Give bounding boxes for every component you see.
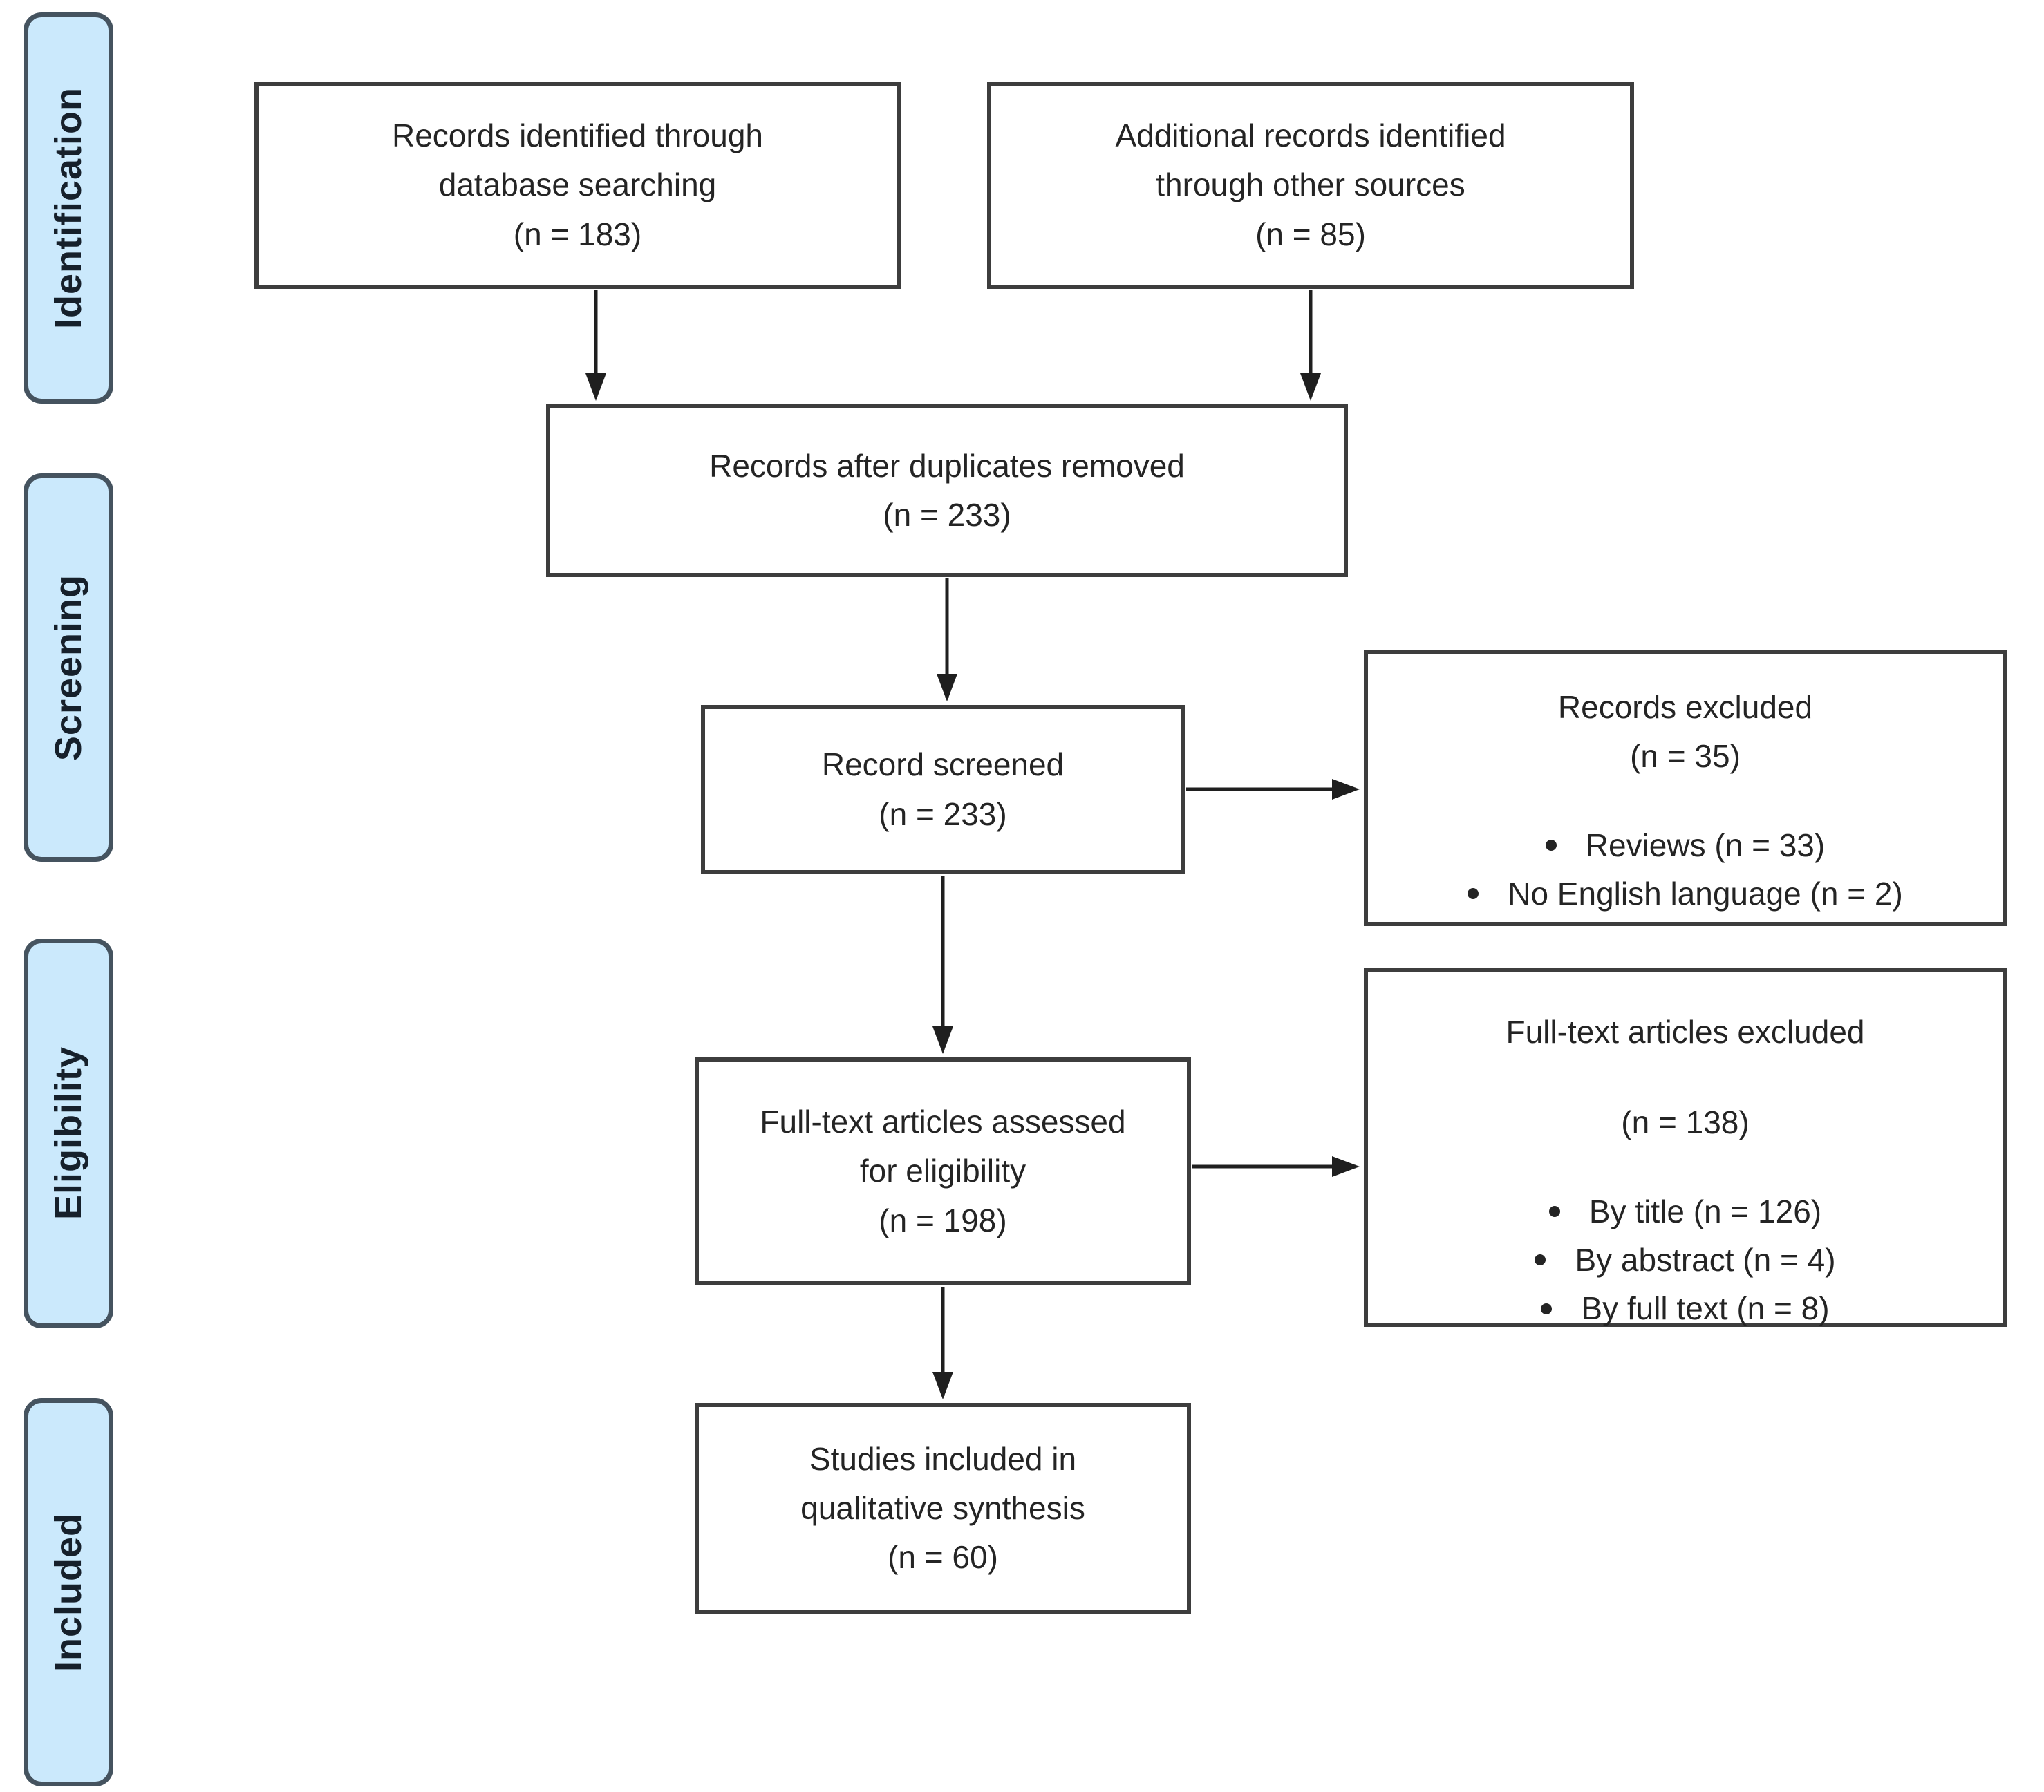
stage-label: Identification <box>48 87 89 329</box>
box-count: (n = 233) <box>879 795 1007 832</box>
sidebar-stage-eligibility: Eligibility <box>24 939 113 1328</box>
stage-label: Included <box>48 1512 89 1672</box>
flow-box-records-screened: Record screened (n = 233) <box>701 705 1185 874</box>
box-text-line: Records identified through <box>392 117 763 154</box>
stage-label: Eligibility <box>48 1046 89 1220</box>
sidebar-stage-identification: Identification <box>24 12 113 404</box>
sidebar-stage-included: Included <box>24 1398 113 1786</box>
box-count: (n = 138) <box>1621 1104 1750 1141</box>
flow-box-fulltext-assessed: Full-text articles assessed for eligibil… <box>695 1057 1191 1285</box>
box-count: (n = 233) <box>883 497 1011 533</box>
box-text-line: for eligibility <box>859 1153 1026 1189</box>
bullet-icon <box>1545 839 1557 851</box>
bullet-text: By abstract (n = 4) <box>1575 1241 1836 1278</box>
bullet-text: Reviews (n = 33) <box>1585 827 1826 863</box>
box-count: (n = 198) <box>879 1202 1007 1238</box>
sidebar-stage-screening: Screening <box>24 473 113 862</box>
flow-box-records-identified: Records identified through database sear… <box>254 82 901 289</box>
list-item: By full text (n = 8) <box>1368 1286 2003 1330</box>
flow-box-additional-records: Additional records identified through ot… <box>987 82 1634 289</box>
box-text-line: Additional records identified <box>1115 117 1506 154</box>
bullet-icon <box>1468 888 1479 900</box>
bullet-text: By full text (n = 8) <box>1581 1290 1830 1327</box>
box-title: Full-text articles excluded <box>1506 1014 1865 1050</box>
box-count: (n = 85) <box>1255 216 1366 252</box>
bullet-icon <box>1548 1205 1560 1217</box>
box-text-line: database searching <box>438 167 717 203</box>
box-text-line: qualitative synthesis <box>800 1489 1085 1526</box>
list-item: Reviews (n = 33) <box>1368 823 2003 867</box>
box-text-line: through other sources <box>1156 167 1465 203</box>
bullet-icon <box>1541 1303 1553 1314</box>
exclusion-reasons-list: Reviews (n = 33) No English language (n … <box>1368 823 2003 916</box>
box-count: (n = 60) <box>888 1539 998 1576</box>
box-title: Records excluded <box>1557 689 1813 725</box>
bullet-icon <box>1535 1254 1546 1266</box>
list-item: No English language (n = 2) <box>1368 871 2003 916</box>
flow-box-fulltext-excluded: Full-text articles excluded (n = 138) By… <box>1364 968 2007 1327</box>
flow-box-studies-included: Studies included in qualitative synthesi… <box>695 1403 1191 1614</box>
flow-box-after-duplicates: Records after duplicates removed (n = 23… <box>546 404 1348 577</box>
box-text-line: Studies included in <box>809 1440 1077 1477</box>
exclusion-reasons-list: By title (n = 126) By abstract (n = 4) B… <box>1368 1189 2003 1331</box>
bullet-text: No English language (n = 2) <box>1508 875 1903 912</box>
box-count: (n = 35) <box>1630 738 1741 775</box>
box-text-line: Records after duplicates removed <box>709 447 1185 484</box>
list-item: By title (n = 126) <box>1368 1189 2003 1234</box>
stage-label: Screening <box>48 574 89 762</box>
bullet-text: By title (n = 126) <box>1588 1193 1822 1229</box>
box-text-line: Record screened <box>821 746 1065 783</box>
box-text-line: Full-text articles assessed <box>760 1104 1126 1140</box>
list-item: By abstract (n = 4) <box>1368 1238 2003 1282</box>
box-count: (n = 183) <box>513 216 642 252</box>
flow-box-records-excluded: Records excluded (n = 35) Reviews (n = 3… <box>1364 650 2007 926</box>
